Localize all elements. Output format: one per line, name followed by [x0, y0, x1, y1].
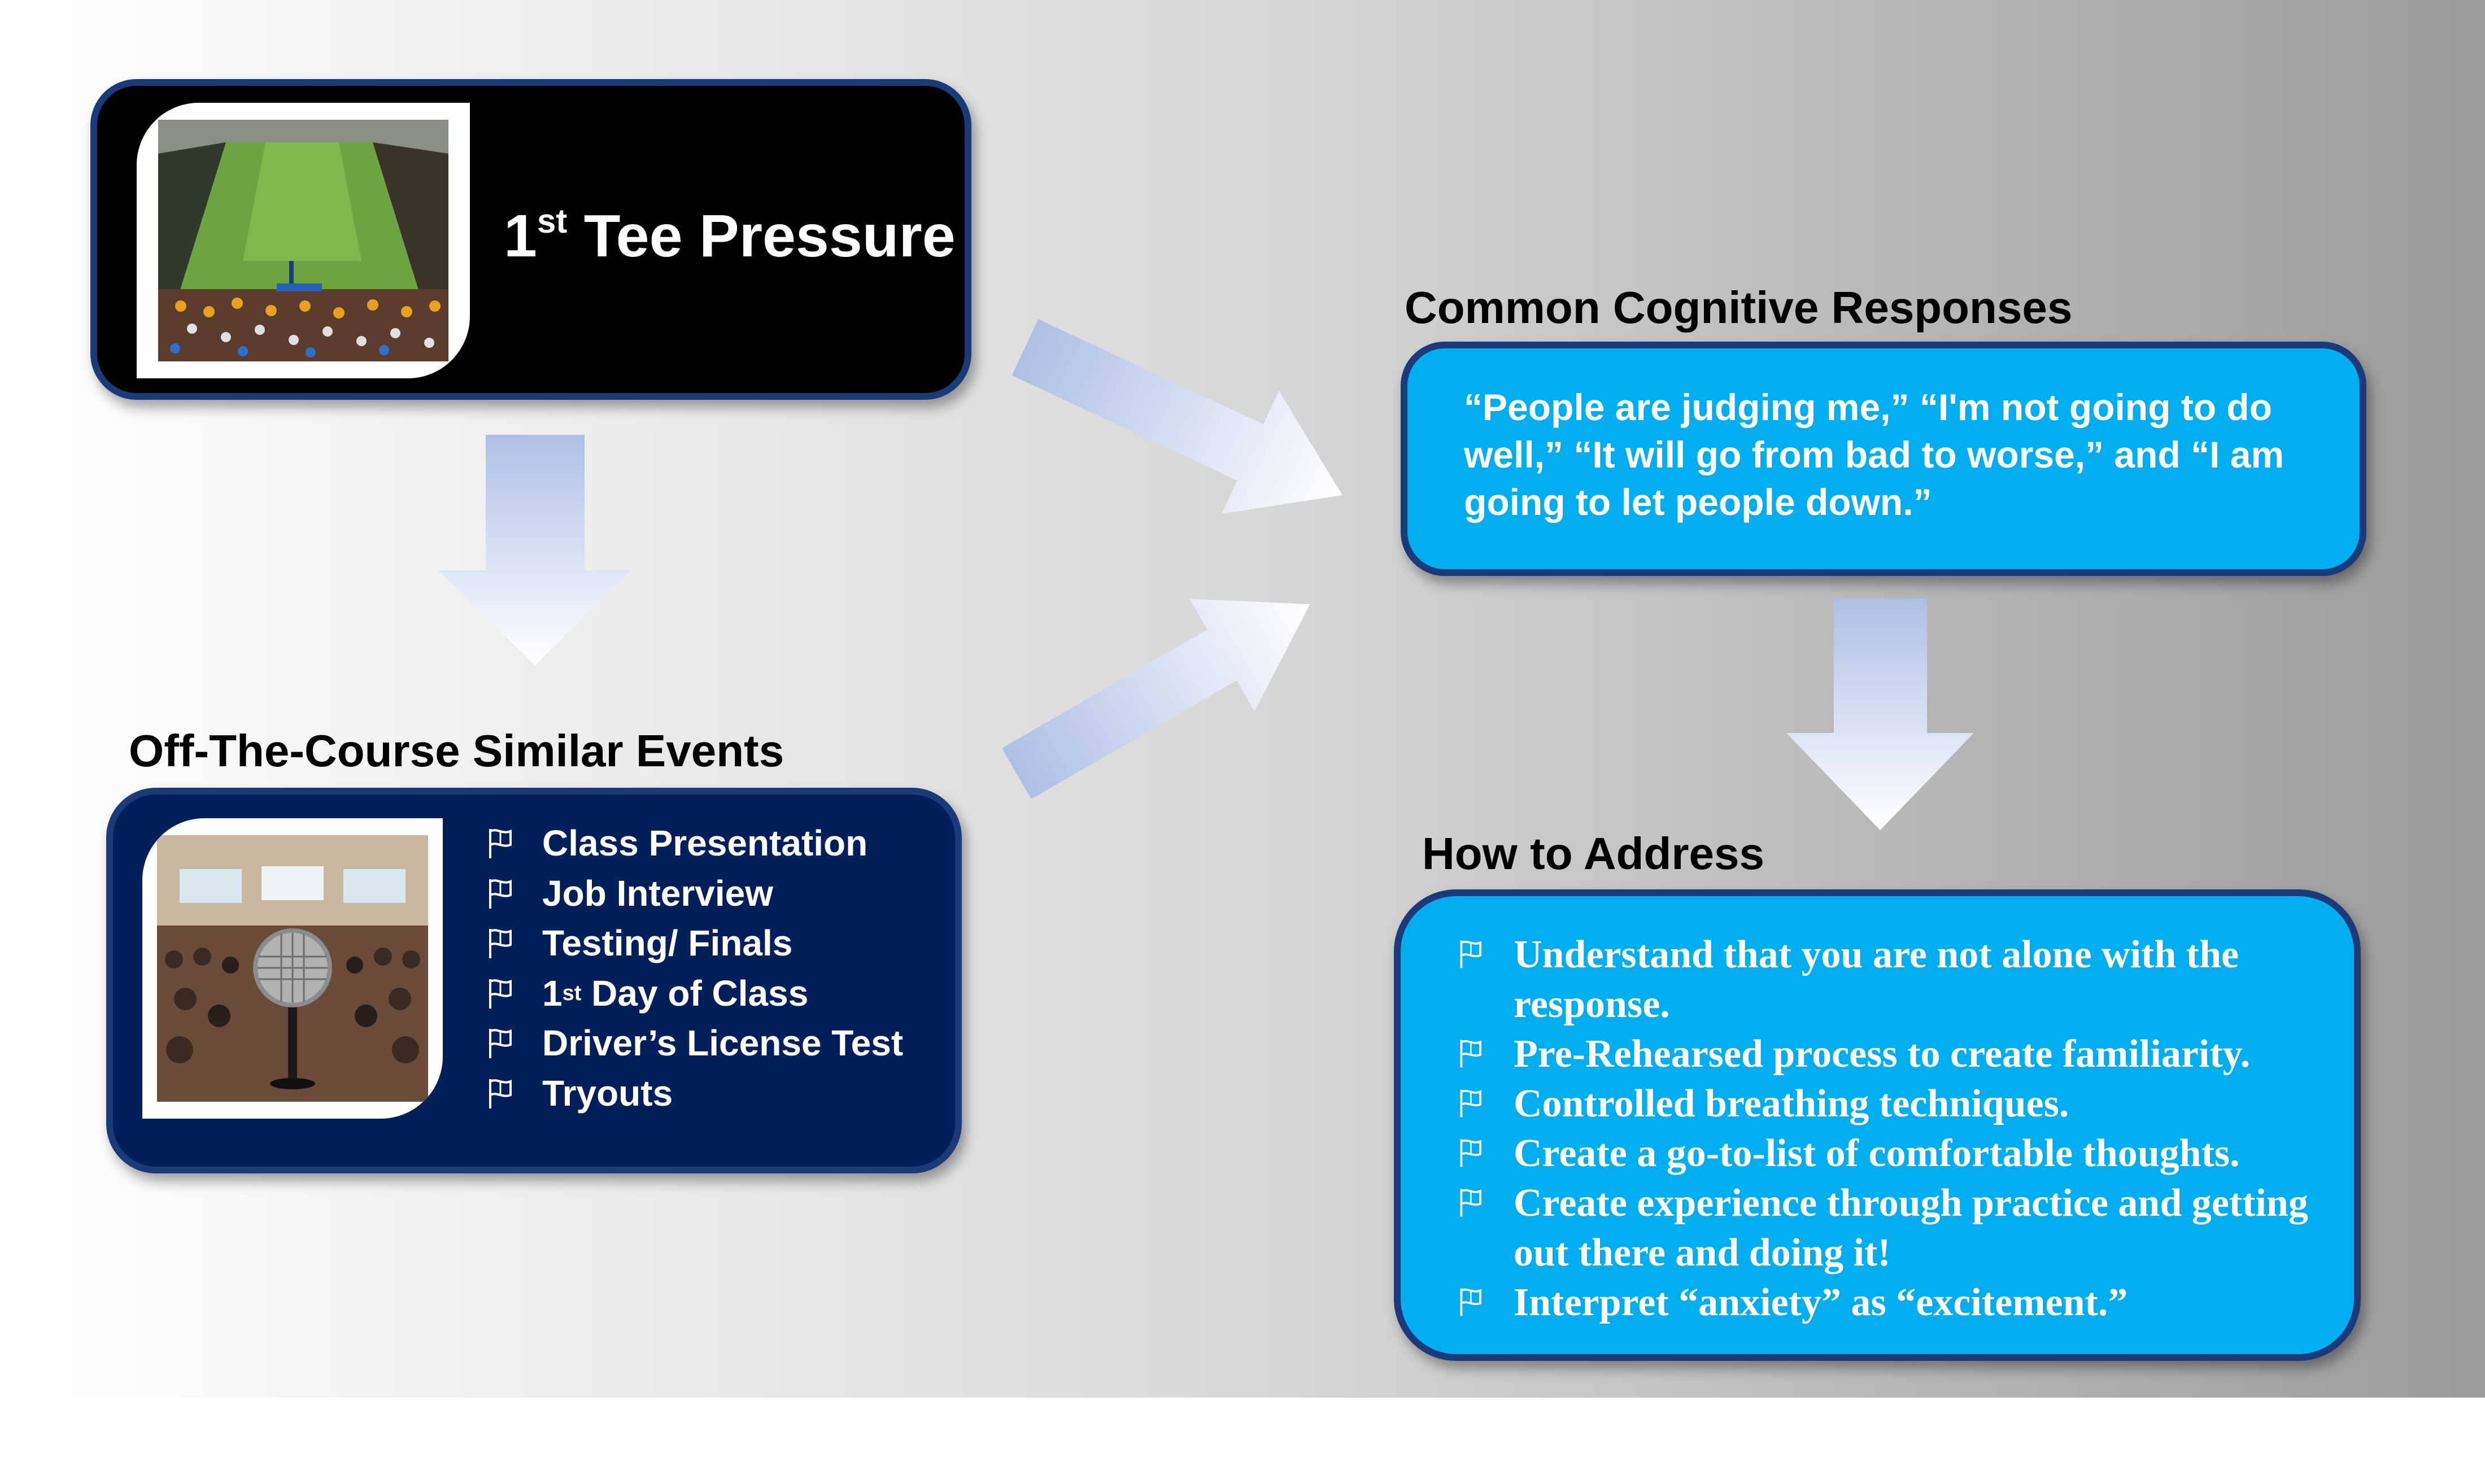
golf-photo-frame	[137, 103, 470, 378]
arrow-tee-to-events	[438, 435, 631, 665]
list-item: Pre-Rehearsed process to create familiar…	[1457, 1029, 2316, 1079]
flag-icon	[1460, 940, 1481, 968]
flag-icon	[489, 979, 512, 1009]
similar-events-card: Class Presentation Job Interview Testing…	[106, 788, 962, 1173]
list-item: Create experience through practice and g…	[1457, 1179, 2316, 1278]
cognitive-responses-heading: Common Cognitive Responses	[1405, 282, 2073, 333]
flag-icon	[489, 879, 512, 909]
list-item: Understand that you are not alone with t…	[1457, 930, 2316, 1029]
flag-icon	[1460, 1139, 1481, 1167]
flag-icon	[489, 1029, 512, 1059]
tee-pressure-title: 1st Tee Pressure	[504, 202, 956, 269]
background-canvas: 1st Tee Pressure Off-The-Course Similar …	[0, 0, 2485, 1398]
flag-icon	[1460, 1040, 1481, 1068]
list-item: Driver’s License Test	[486, 1018, 903, 1068]
microphone-photo	[157, 835, 428, 1102]
flag-icon	[1460, 1288, 1481, 1316]
flag-icon	[489, 1079, 512, 1108]
flag-icon	[489, 829, 512, 859]
flag-icon	[489, 929, 512, 959]
arrow-responses-to-address	[1786, 599, 1974, 830]
list-item: Interpret “anxiety” as “excitement.”	[1457, 1278, 2316, 1328]
microphone-photo-frame	[142, 818, 443, 1119]
list-item: Job Interview	[486, 868, 903, 919]
arrow-events-to-responses	[1002, 599, 1310, 800]
how-to-address-card: Understand that you are not alone with t…	[1394, 889, 2361, 1361]
cognitive-responses-text: “People are judging me,” “I'm not going …	[1464, 386, 2285, 523]
flag-icon	[1460, 1189, 1481, 1217]
list-item: Class Presentation	[486, 818, 903, 868]
how-to-address-heading: How to Address	[1422, 828, 1764, 879]
flag-icon	[1460, 1089, 1481, 1118]
tee-pressure-card: 1st Tee Pressure	[90, 79, 971, 400]
similar-events-list: Class Presentation Job Interview Testing…	[486, 818, 903, 1118]
list-item: Tryouts	[486, 1068, 903, 1119]
list-item: Controlled breathing techniques.	[1457, 1079, 2316, 1129]
how-to-address-list: Understand that you are not alone with t…	[1457, 930, 2316, 1328]
connector-arrows	[438, 319, 1974, 830]
off-course-heading: Off-The-Course Similar Events	[129, 726, 784, 776]
arrow-tee-to-responses	[1012, 319, 1342, 514]
list-item: Testing/ Finals	[486, 918, 903, 968]
golf-photo	[158, 120, 448, 361]
list-item: Create a go-to-list of comfortable thoug…	[1457, 1129, 2316, 1179]
cognitive-responses-card: “People are judging me,” “I'm not going …	[1401, 342, 2366, 576]
